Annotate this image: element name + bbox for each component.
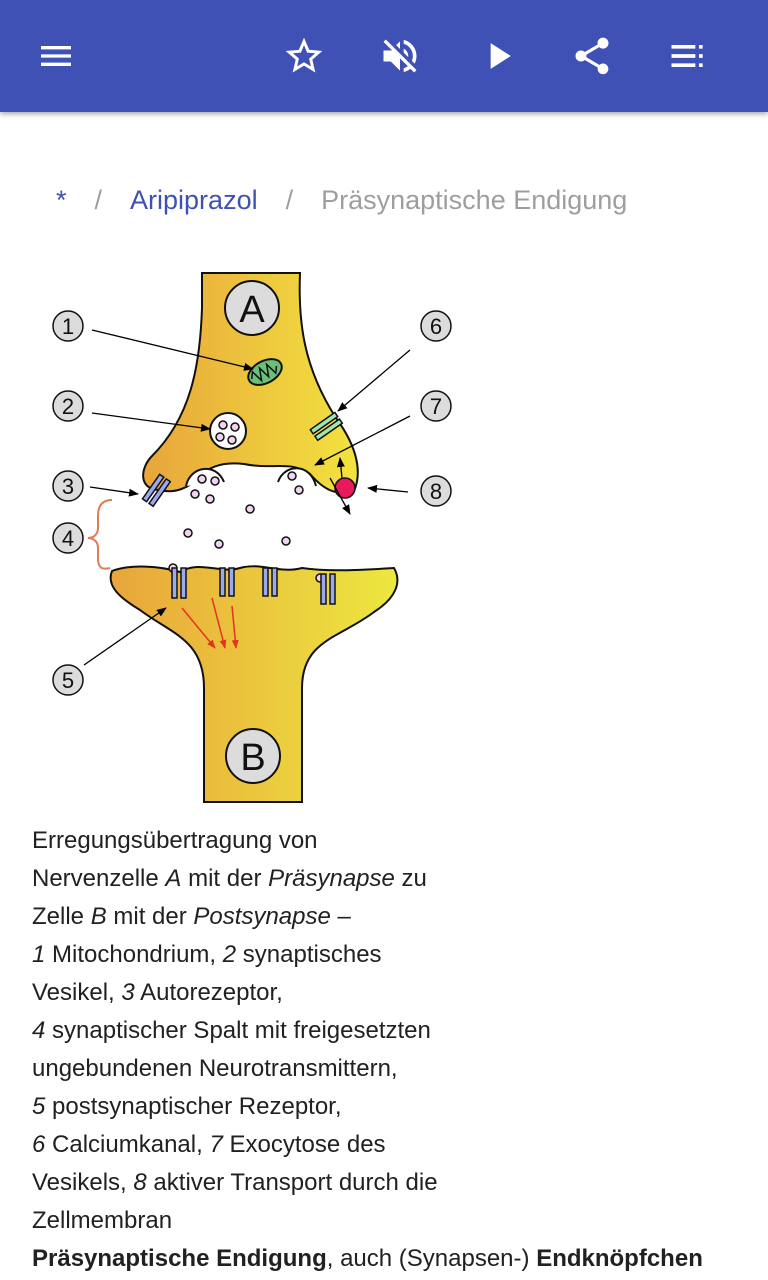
marker-3: 3 [52,470,84,502]
app-bar [0,0,768,112]
share-button[interactable] [560,24,624,88]
svg-text:3: 3 [62,474,74,499]
svg-text:4: 4 [62,526,74,551]
svg-text:2: 2 [62,394,74,419]
postsynaptic-receptors [171,567,336,605]
figure-caption: Erregungsübertragung von Nervenzelle A m… [32,827,438,1234]
svg-text:A: A [239,289,265,331]
share-icon [575,37,609,75]
play-icon [490,43,511,69]
marker-6: 6 [420,310,452,342]
svg-text:1: 1 [62,314,74,339]
article-paragraph: Präsynaptische Endigung, auch (Synapsen-… [32,1240,742,1278]
synaptic-vesicle [209,412,247,450]
breadcrumb-current: Präsynaptische Endigung [321,184,628,215]
marker-7: 7 [420,390,452,422]
article-term-2: Endknöpfchen [536,1245,703,1272]
postsynaptic-cell [109,565,399,803]
fusing-vesicle [277,467,317,487]
svg-text:B: B [240,737,265,779]
breadcrumb-root-link[interactable]: * [56,184,67,215]
autoreceptor [141,473,172,508]
svg-text:5: 5 [62,668,74,693]
play-button[interactable] [466,24,530,88]
breadcrumb-separator: / [285,184,294,215]
playlist-icon [671,45,703,67]
svg-text:8: 8 [430,479,442,504]
breadcrumb: * / Aripiprazol / Präsynaptische Endigun… [56,180,627,220]
marker-8: 8 [420,475,452,507]
cell-a-label: A [224,280,280,336]
marker-5: 5 [52,664,84,696]
menu-button[interactable] [24,24,88,88]
volume-off-icon [383,39,417,73]
article-text: , auch (Synapsen-) [326,1245,530,1272]
bookmark-button[interactable] [272,24,336,88]
mitochondrium [247,358,283,386]
menu-icon [41,46,71,66]
cell-b-label: B [225,728,281,784]
marker-1: 1 [52,310,84,342]
breadcrumb-parent-link[interactable]: Aripiprazol [130,184,258,215]
marker-2: 2 [52,390,84,422]
synapse-diagram[interactable]: A B 1 2 3 4 5 6 7 8 [40,268,480,808]
synapse-diagram-svg: A B 1 2 3 4 5 6 7 8 [52,272,452,803]
svg-text:6: 6 [430,314,442,339]
mute-button[interactable] [368,24,432,88]
neurotransmitters [168,471,325,583]
article-term: Präsynaptische Endigung [32,1245,327,1272]
signal-arrows [181,597,239,649]
svg-text:7: 7 [430,394,442,419]
transport-pump [334,477,356,499]
breadcrumb-separator: / [94,184,103,215]
synaptic-cleft [138,472,347,567]
pointer-lines [83,329,411,666]
calcium-channel [309,411,344,442]
cleft-bracket [87,499,113,570]
star-outline-icon [285,37,323,73]
marker-4: 4 [52,522,84,554]
contents-button[interactable] [656,24,720,88]
